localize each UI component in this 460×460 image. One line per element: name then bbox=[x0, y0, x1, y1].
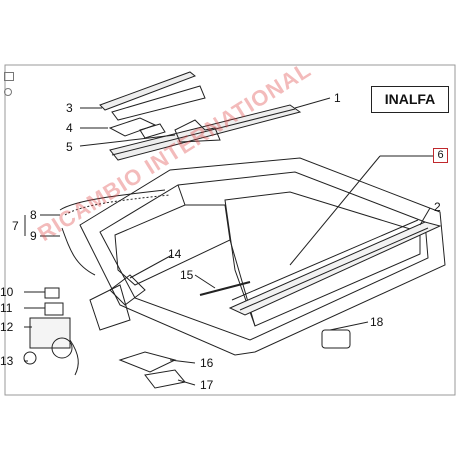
cable-8 bbox=[59, 189, 166, 211]
part-11 bbox=[44, 302, 64, 316]
brand-box: INALFA bbox=[371, 86, 449, 113]
brand-label: INALFA bbox=[384, 91, 436, 107]
print-icon[interactable] bbox=[4, 72, 14, 81]
motor-12 bbox=[29, 317, 71, 349]
callout-8: 8 bbox=[30, 208, 37, 222]
roof-frame-inner bbox=[99, 171, 429, 341]
roof-frame-outer bbox=[79, 157, 446, 356]
front-bar bbox=[109, 104, 302, 161]
callout-5: 5 bbox=[66, 140, 73, 154]
callout-2: 2 bbox=[434, 200, 441, 214]
rod-15 bbox=[199, 281, 251, 296]
callout-7: 7 bbox=[12, 219, 19, 233]
callout-18: 18 bbox=[370, 315, 384, 329]
deflector-base bbox=[111, 85, 206, 121]
mech-16 bbox=[118, 351, 177, 373]
callout-12: 12 bbox=[0, 320, 14, 334]
part-18 bbox=[321, 329, 351, 349]
bracket-14 bbox=[109, 274, 146, 306]
callout-1: 1 bbox=[334, 91, 341, 105]
part-10 bbox=[44, 287, 60, 299]
deflector bbox=[99, 71, 196, 111]
callout-11: 11 bbox=[0, 301, 13, 315]
callout-6: 6 bbox=[433, 148, 448, 163]
callout-3: 3 bbox=[66, 101, 73, 115]
callout-16: 16 bbox=[200, 356, 214, 370]
callout-14: 14 bbox=[168, 247, 182, 261]
guide-5 bbox=[174, 119, 221, 143]
roof-opening-right bbox=[224, 191, 421, 327]
diagram-border bbox=[4, 64, 456, 396]
part-13 bbox=[23, 351, 37, 365]
callout-15: 15 bbox=[180, 268, 194, 282]
mech-17 bbox=[144, 369, 186, 389]
callout-17: 17 bbox=[200, 378, 214, 392]
roof-opening bbox=[114, 204, 231, 286]
callout-9: 9 bbox=[30, 229, 37, 243]
bracket-4 bbox=[108, 117, 157, 137]
callout-4: 4 bbox=[66, 121, 73, 135]
cable-9 bbox=[61, 227, 96, 276]
callout-13: 13 bbox=[0, 354, 14, 368]
callout-10: 10 bbox=[0, 285, 14, 299]
zoom-icon[interactable] bbox=[4, 88, 12, 96]
